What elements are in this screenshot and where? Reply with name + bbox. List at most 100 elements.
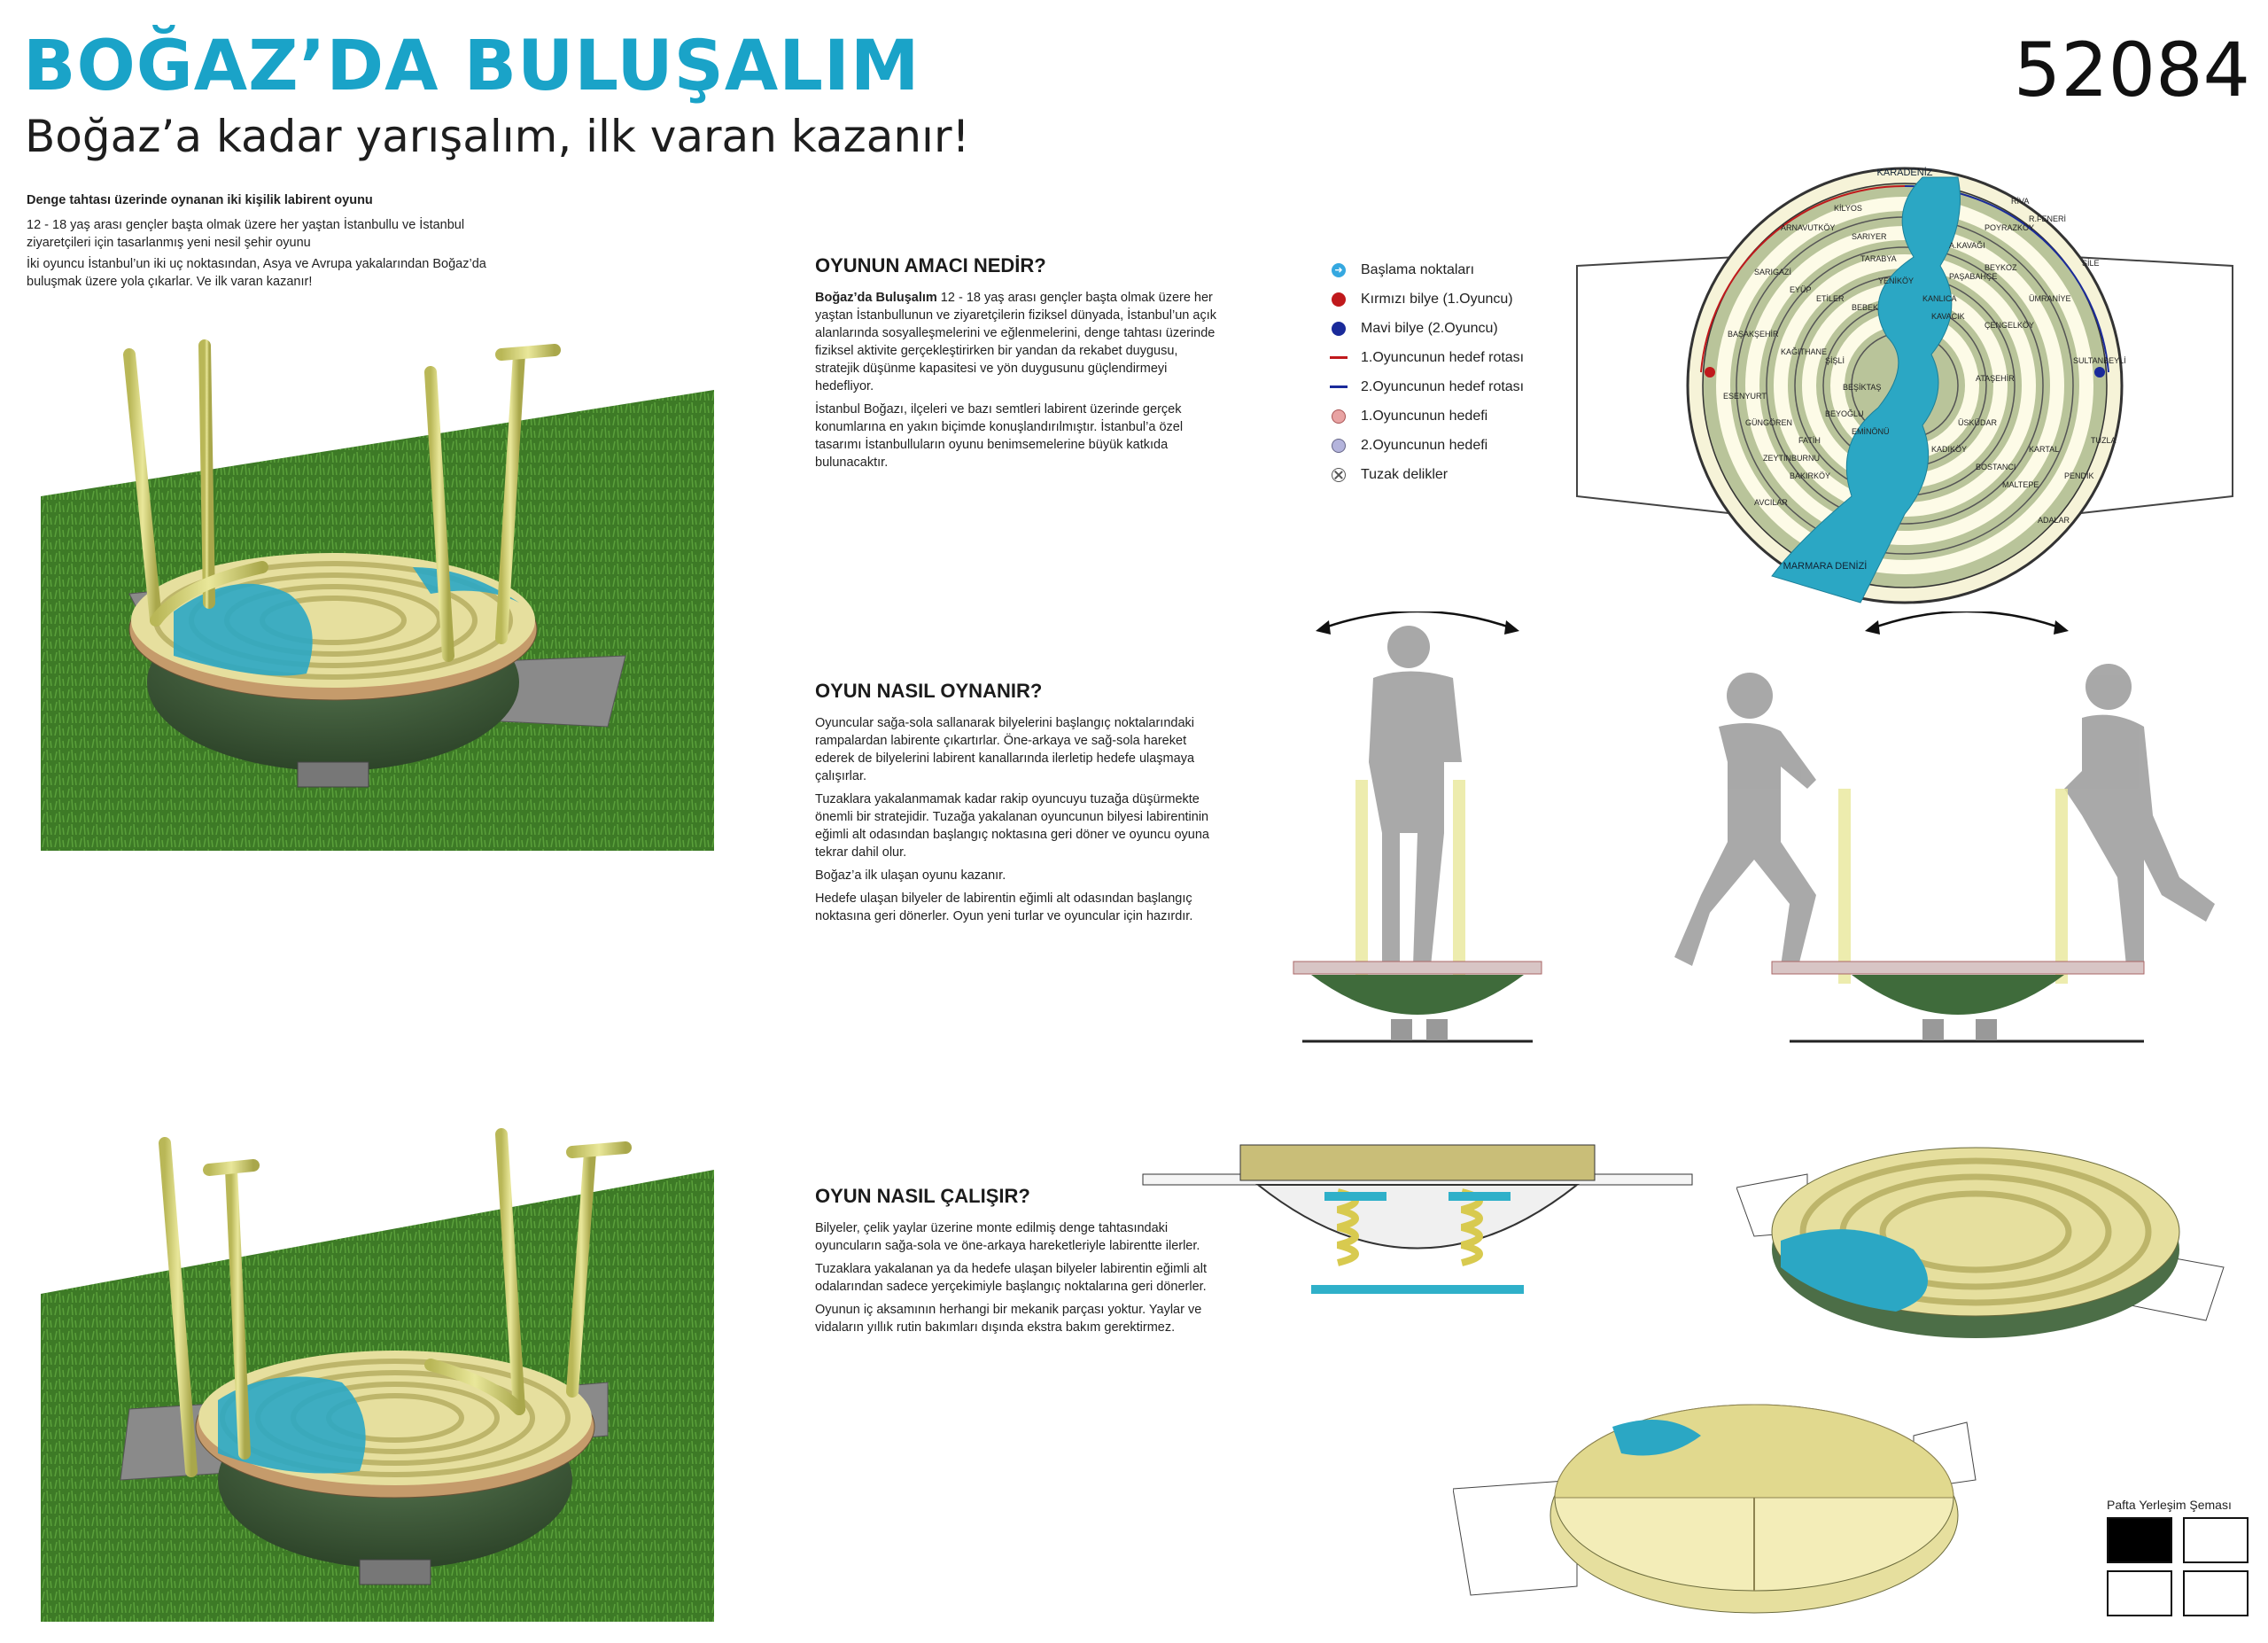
platform-left bbox=[1453, 1479, 1578, 1596]
blue-ball-icon bbox=[1329, 319, 1348, 339]
frame-pole bbox=[1355, 780, 1368, 984]
hemisphere-shell bbox=[1852, 975, 2064, 1015]
motion-diagram-side bbox=[1293, 611, 1542, 1043]
blue-line-icon bbox=[1329, 378, 1348, 397]
district-label: KİLYOS bbox=[1834, 204, 1862, 213]
handle-frame bbox=[105, 339, 561, 662]
legend-item: Kırmızı bilye (1.Oyuncu) bbox=[1329, 284, 1524, 314]
intro-paragraph-2: İki oyuncu İstanbul’un iki uç noktasında… bbox=[27, 257, 486, 289]
section-how-it-works-paragraph-2: Tuzaklara yakalanan ya da hedefe ulaşan … bbox=[815, 1262, 1207, 1294]
district-label: PENDİK bbox=[2064, 471, 2094, 480]
section-purpose-paragraph-1: Boğaz’da Buluşalım 12 - 18 yaş arası gen… bbox=[815, 289, 1223, 395]
layout-cell-active bbox=[2107, 1517, 2172, 1563]
district-label: KAVACIK bbox=[1931, 312, 1965, 321]
intro-paragraph-1: 12 - 18 yaş arası gençler başta olmak üz… bbox=[27, 218, 465, 250]
section-how-to-play-heading: OYUN NASIL OYNANIR? bbox=[815, 680, 1043, 702]
plan-blue-start bbox=[2094, 367, 2105, 378]
section-purpose: OYUNUN AMACI NEDİR? Boğaz’da Buluşalım 1… bbox=[815, 256, 1223, 477]
arrow-circle-icon: ➜ bbox=[1329, 261, 1348, 280]
spring-clamp bbox=[1324, 1192, 1386, 1201]
cross-section-drawing bbox=[1142, 1144, 1693, 1294]
legend-item: 1.Oyuncunun hedef rotası bbox=[1329, 343, 1524, 372]
red-line-icon bbox=[1329, 348, 1348, 368]
section-purpose-paragraph-2: İstanbul Boğazı, ilçeleri ve bazı semtle… bbox=[815, 402, 1184, 470]
district-label: AVCILAR bbox=[1754, 498, 1788, 507]
intro-lead: Denge tahtası üzerinde oynanan iki kişil… bbox=[27, 193, 373, 207]
water bbox=[1781, 1229, 1928, 1312]
layout-scheme-grid bbox=[2107, 1517, 2249, 1616]
page-subtitle: Boğaz’a kadar yarışalım, ilk varan kazan… bbox=[25, 111, 970, 162]
plan-bosphorus bbox=[1771, 176, 1961, 603]
district-label: BOSTANCI bbox=[1976, 463, 2016, 471]
balance-board bbox=[1771, 961, 2145, 975]
district-label: TARABYA bbox=[1860, 254, 1897, 263]
district-label: ATAŞEHİR bbox=[1976, 374, 2015, 383]
district-label: R.FENERİ bbox=[2029, 214, 2066, 223]
section-how-it-works-paragraph-1: Bilyeler, çelik yaylar üzerine monte edi… bbox=[815, 1221, 1200, 1253]
maze-map-plan: KARADENİZ MARMARA DENİZİ KİLYOS SARIYER … bbox=[1576, 167, 2233, 604]
legend-item: 1.Oyuncunun hedefi bbox=[1329, 401, 1524, 431]
plan-district-labels: KİLYOS SARIYER RİVA POYRAZKÖY BEYKOZ A.K… bbox=[1723, 197, 2126, 525]
section-how-to-play-paragraph-3: Boğaz’a ilk ulaşan oyunu kazanır. bbox=[815, 868, 1006, 883]
layout-cell bbox=[2107, 1570, 2172, 1616]
trap-hole-icon bbox=[1329, 465, 1348, 485]
coil-springs bbox=[1336, 1188, 1483, 1266]
section-how-to-play: OYUN NASIL OYNANIR? Oyuncular sağa-sola … bbox=[815, 680, 1223, 931]
legend-item: 2.Oyuncunun hedefi bbox=[1329, 431, 1524, 460]
hemisphere-section bbox=[1255, 1184, 1580, 1250]
district-label: KAĞITHANE bbox=[1781, 347, 1827, 356]
district-label: ADALAR bbox=[2038, 516, 2070, 525]
base-plate bbox=[1311, 1285, 1524, 1294]
district-label: POYRAZKÖY bbox=[1984, 223, 2034, 232]
district-label: FATİH bbox=[1798, 436, 1821, 445]
map-legend: ➜Başlama noktaları Kırmızı bilye (1.Oyun… bbox=[1329, 255, 1524, 489]
district-label: ETİLER bbox=[1816, 294, 1845, 303]
map-top-label: KARADENİZ bbox=[1877, 167, 1933, 178]
swing-arrow bbox=[1319, 611, 1516, 631]
district-label: EYÜP bbox=[1790, 285, 1812, 294]
render-bottom-left bbox=[41, 1128, 714, 1622]
person-silhouette bbox=[1369, 626, 1462, 966]
district-label: ÜMRANİYE bbox=[2029, 294, 2071, 303]
maze-half bbox=[1554, 1404, 1954, 1499]
district-label: KADIKÖY bbox=[1931, 445, 1967, 454]
spring bbox=[1391, 1019, 1412, 1040]
red-ball-icon bbox=[1329, 290, 1348, 309]
section-purpose-text: 12 - 18 yaş arası gençler başta olmak üz… bbox=[815, 291, 1216, 393]
district-label: YENİKÖY bbox=[1878, 276, 1914, 285]
legend-item: Tuzak delikler bbox=[1329, 460, 1524, 489]
handle-frame bbox=[141, 1128, 632, 1477]
district-label: BEYKOZ bbox=[1984, 263, 2017, 272]
district-label: KANLICA bbox=[1922, 294, 1957, 303]
game-name: Boğaz’da Buluşalım bbox=[815, 291, 937, 305]
district-label: ESENYURT bbox=[1723, 392, 1767, 401]
district-label: PAŞABAHÇE bbox=[1949, 272, 1997, 281]
intro-block: Denge tahtası üzerinde oynanan iki kişil… bbox=[27, 191, 523, 294]
spring bbox=[1426, 1019, 1448, 1040]
lilac-target-icon bbox=[1329, 436, 1348, 456]
child-silhouette-left bbox=[1674, 673, 1816, 966]
district-label: A.KAVAĞI bbox=[1949, 241, 1985, 250]
frame-pole bbox=[1838, 789, 1851, 984]
frame-pole bbox=[1453, 780, 1465, 984]
layout-scheme-title: Pafta Yerleşim Şeması bbox=[2107, 1498, 2232, 1512]
district-label: ŞİŞLİ bbox=[1825, 356, 1845, 365]
district-label: GÜNGÖREN bbox=[1745, 418, 1792, 427]
bosphorus-water bbox=[218, 1376, 366, 1474]
district-label: BAŞAKŞEHİR bbox=[1728, 330, 1779, 339]
water bbox=[1612, 1420, 1701, 1456]
page-title: BOĞAZ’DA BULUŞALIM bbox=[23, 27, 920, 106]
district-label: BEYOĞLU bbox=[1825, 409, 1864, 418]
section-how-to-play-paragraph-1: Oyuncular sağa-sola sallanarak bilyeleri… bbox=[815, 716, 1195, 783]
frame-pole bbox=[2055, 789, 2068, 984]
district-label: TUZLA bbox=[2091, 436, 2117, 445]
district-label: BAKIRKÖY bbox=[1790, 471, 1830, 480]
district-label: MALTEPE bbox=[2002, 480, 2039, 489]
plan-red-route bbox=[1700, 184, 1906, 373]
child-silhouette-right bbox=[2064, 664, 2215, 966]
swing-arrow bbox=[1868, 611, 2065, 631]
section-how-it-works: OYUN NASIL ÇALIŞIR? Bilyeler, çelik yayl… bbox=[815, 1187, 1223, 1342]
entry-code: 52084 bbox=[2013, 27, 2250, 113]
district-label: ÇENGELKÖY bbox=[1984, 321, 2034, 330]
section-how-to-play-paragraph-2: Tuzaklara yakalanmamak kadar rakip oyunc… bbox=[815, 792, 1209, 860]
